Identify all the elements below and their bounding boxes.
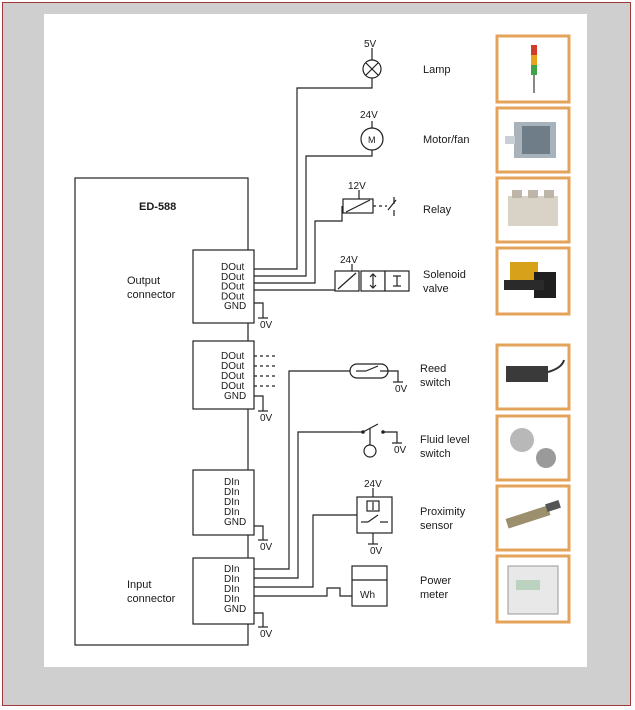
input-pin-b-4: DIn bbox=[224, 594, 240, 605]
float-switch-icon bbox=[352, 423, 398, 458]
signal-tower-photo bbox=[495, 34, 571, 104]
device-name: ED-588 bbox=[139, 201, 176, 213]
power-meter-label-line1: Power bbox=[420, 575, 452, 587]
ground-label-6: 0V bbox=[394, 445, 407, 456]
solenoid-voltage: 24V bbox=[340, 255, 358, 266]
input-pin-b-5: GND bbox=[224, 604, 246, 615]
output-terminal-block-2 bbox=[192, 340, 255, 410]
proximity-sensor-icon bbox=[356, 488, 393, 544]
proximity-voltage: 24V bbox=[364, 479, 382, 490]
proximity-sensor-photo bbox=[495, 484, 571, 552]
input-pin-b-3: DIn bbox=[224, 584, 240, 595]
motor-photo bbox=[495, 106, 571, 174]
ground-label-5: 0V bbox=[395, 384, 408, 395]
lamp-label: Lamp bbox=[423, 64, 451, 76]
relay-label: Relay bbox=[423, 204, 452, 216]
unused-outputs bbox=[254, 355, 276, 411]
reed-switch-icon bbox=[349, 363, 399, 382]
motor-icon: M bbox=[360, 121, 384, 151]
input-pin-a-1: DIn bbox=[224, 477, 240, 488]
output-pin-b-3: DOut bbox=[221, 371, 245, 382]
solenoid-valve-photo bbox=[495, 246, 571, 316]
power-meter-photo bbox=[495, 554, 571, 624]
fluid-label-line2: switch bbox=[420, 448, 451, 460]
input-terminal-block-2 bbox=[192, 557, 255, 625]
ground-label-2: 0V bbox=[260, 413, 273, 424]
input-connector-label-line2: connector bbox=[127, 593, 176, 605]
power-meter-symbol: Wh bbox=[360, 590, 375, 601]
output-pin-b-5: GND bbox=[224, 391, 246, 402]
output-pin-a-2: DOut bbox=[221, 272, 245, 283]
solenoid-label-line2: valve bbox=[423, 283, 449, 295]
ground-label-4: 0V bbox=[260, 629, 273, 640]
lamp-voltage: 5V bbox=[364, 39, 377, 50]
relay-photo bbox=[495, 176, 571, 244]
motor-symbol: M bbox=[368, 135, 376, 145]
input-pin-a-4: DIn bbox=[224, 507, 240, 518]
output-pin-b-4: DOut bbox=[221, 381, 245, 392]
output-wiring bbox=[254, 78, 373, 318]
output-pin-a-3: DOut bbox=[221, 282, 245, 293]
fluid-label-line1: Fluid level bbox=[420, 434, 470, 446]
output-pin-a-4: DOut bbox=[221, 291, 245, 302]
power-meter-label-line2: meter bbox=[420, 589, 448, 601]
output-pin-a-5: GND bbox=[224, 301, 246, 312]
input-terminal-block-1 bbox=[192, 469, 255, 536]
output-terminal-block-1 bbox=[192, 249, 255, 324]
input-wiring bbox=[254, 370, 357, 627]
reed-label-line1: Reed bbox=[420, 363, 446, 375]
relay-voltage: 12V bbox=[348, 181, 366, 192]
input-pin-a-5: GND bbox=[224, 517, 246, 528]
ground-label-1: 0V bbox=[260, 320, 273, 331]
device-photos bbox=[495, 34, 571, 624]
input-connector-label-line1: Input bbox=[127, 579, 151, 591]
output-pin-b-1: DOut bbox=[221, 351, 245, 362]
ground-symbols: 0V 0V 0V 0V 0V 0V 0V bbox=[258, 317, 408, 640]
input-pin-a-3: DIn bbox=[224, 497, 240, 508]
reed-switch-photo bbox=[495, 343, 571, 411]
power-meter-icon: Wh bbox=[351, 565, 388, 607]
output-connector-label-line2: connector bbox=[127, 289, 176, 301]
lamp-icon bbox=[362, 48, 382, 79]
relay-icon bbox=[342, 190, 397, 216]
output-pin-b-2: DOut bbox=[221, 361, 245, 372]
solenoid-label-line1: Solenoid bbox=[423, 269, 466, 281]
motor-voltage: 24V bbox=[360, 110, 378, 121]
input-pin-a-2: DIn bbox=[224, 487, 240, 498]
ground-label-7: 0V bbox=[370, 546, 383, 557]
float-switch-photo bbox=[495, 414, 571, 482]
input-pin-b-1: DIn bbox=[224, 564, 240, 575]
proximity-label-line2: sensor bbox=[420, 520, 453, 532]
proximity-label-line1: Proximity bbox=[420, 506, 466, 518]
input-pin-b-2: DIn bbox=[224, 574, 240, 585]
output-connector-label-line1: Output bbox=[127, 275, 160, 287]
reed-label-line2: switch bbox=[420, 377, 451, 389]
ground-label-3: 0V bbox=[260, 542, 273, 553]
output-pin-a-1: DOut bbox=[221, 262, 245, 273]
motor-label: Motor/fan bbox=[423, 134, 469, 146]
solenoid-valve-icon bbox=[334, 264, 410, 292]
